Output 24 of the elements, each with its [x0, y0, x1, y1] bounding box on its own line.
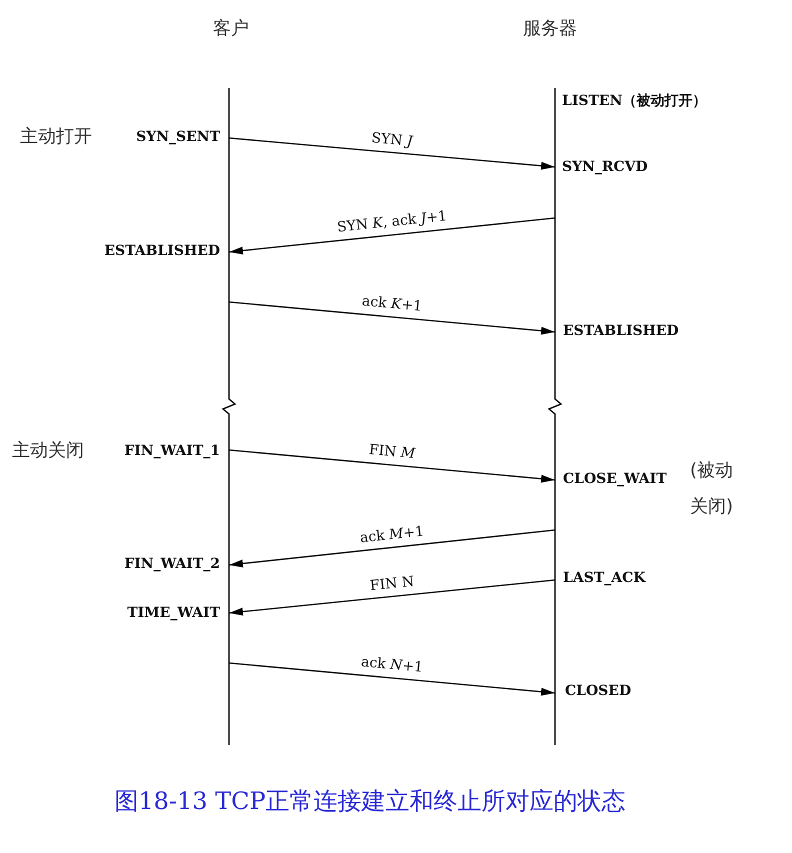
state-label: LISTEN（被动打开） — [562, 92, 706, 110]
arrow — [228, 529, 556, 568]
arrow — [228, 662, 556, 696]
annotation-text: (被动关闭) — [690, 459, 734, 519]
state-label: CLOSED — [565, 682, 632, 700]
state-label: SYN_SENT — [136, 128, 220, 146]
annotation-text: 主动打开 — [20, 126, 92, 148]
state-label: TIME_WAIT — [127, 604, 220, 622]
state-label: FIN_WAIT_1 — [124, 442, 220, 460]
arrow — [228, 449, 556, 483]
state-label: ESTABLISHED — [104, 242, 220, 260]
arrow — [228, 301, 556, 335]
participant-label: 服务器 — [523, 18, 577, 40]
annotation-text: 主动关闭 — [12, 440, 84, 462]
arrow — [228, 137, 556, 170]
figure-caption: 图18-13 TCP正常连接建立和终止所对应的状态 — [113, 786, 627, 817]
arrow — [228, 579, 556, 616]
participant-label: 客户 — [213, 18, 249, 40]
state-label: SYN_RCVD — [562, 158, 648, 176]
state-label: CLOSE_WAIT — [563, 470, 667, 488]
arrow — [228, 217, 556, 255]
state-label: ESTABLISHED — [563, 322, 679, 340]
state-label: LAST_ACK — [563, 569, 646, 587]
state-label: FIN_WAIT_2 — [124, 555, 220, 573]
